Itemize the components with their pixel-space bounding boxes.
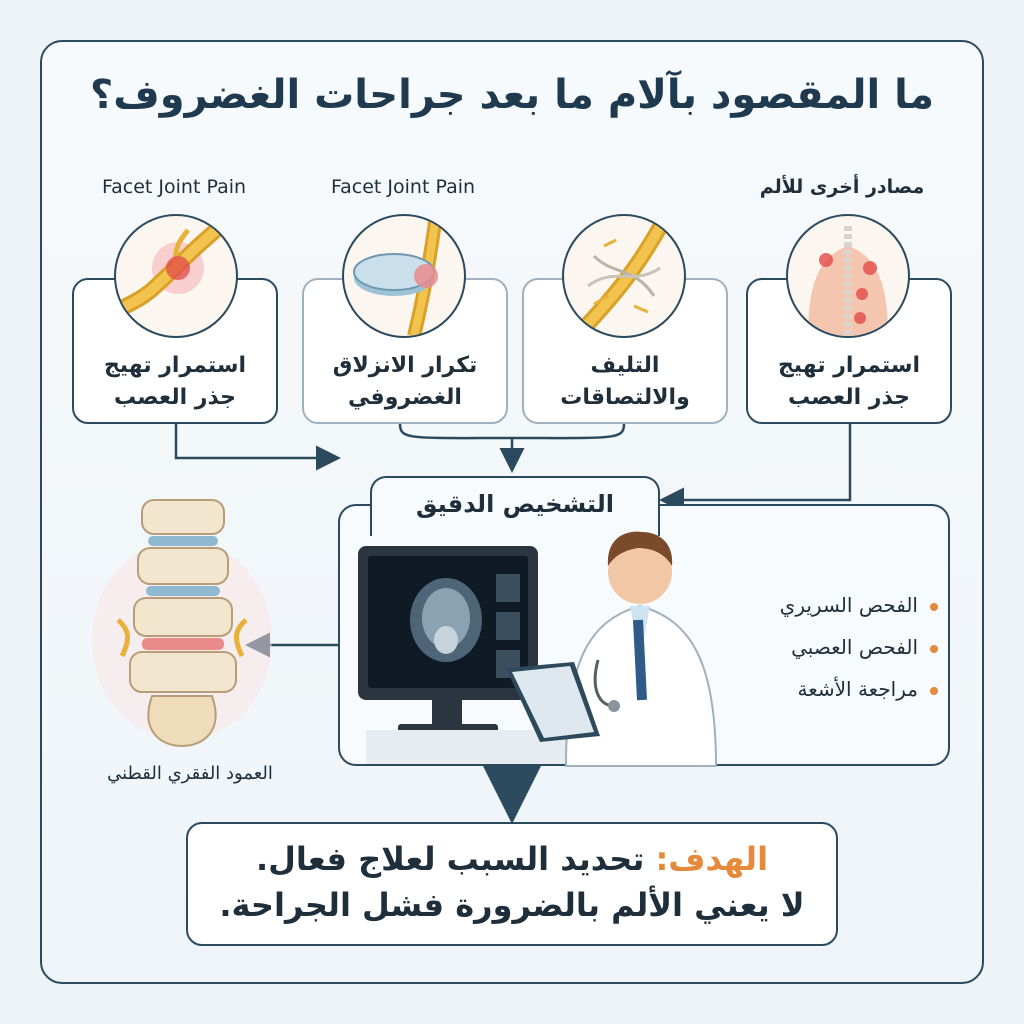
- back-pain-points-icon: [786, 214, 910, 338]
- card-line1: التليف: [590, 353, 660, 378]
- goal-label: الهدف:: [655, 840, 769, 878]
- card-text: استمرار تهيج جذر العصب: [74, 350, 276, 414]
- diagnosis-item-text: مراجعة الأشعة: [797, 677, 919, 701]
- goal-line1-text: تحديد السبب لعلاج فعال.: [255, 840, 645, 878]
- card-line2: جذر العصب: [787, 385, 911, 410]
- bullet-dot-icon: [930, 644, 938, 653]
- card-line2: جذر العصب: [113, 385, 237, 410]
- card-line2: والالتصاقات: [560, 385, 690, 410]
- top-label-facet-1: Facet Joint Pain: [101, 176, 247, 198]
- card-text: التليف والالتصاقات: [524, 350, 726, 414]
- card-line1: استمرار تهيج: [777, 353, 921, 378]
- diagnosis-item: مراجعة الأشعة: [780, 668, 938, 710]
- bullet-dot-icon: [930, 602, 938, 611]
- card-line1: استمرار تهيج: [103, 353, 247, 378]
- bullet-dot-icon: [930, 686, 938, 695]
- card-text: تكرار الانزلاق الغضروفي: [304, 350, 506, 414]
- fibrosis-icon: [562, 214, 686, 338]
- top-label-facet-2: Facet Joint Pain: [330, 176, 476, 198]
- page-title: ما المقصود بآلام ما بعد جراحات الغضروف؟: [90, 72, 934, 118]
- disc-herniation-icon: [342, 214, 466, 338]
- doctor-icon: [506, 531, 718, 767]
- diagnosis-title: التشخيص الدقيق: [416, 490, 614, 518]
- card-line1: تكرار الانزلاق: [332, 353, 478, 378]
- diagnosis-items: الفحص السريري الفحص العصبي مراجعة الأشعة: [780, 584, 938, 710]
- card-text: استمرار تهيج جذر العصب: [748, 350, 950, 414]
- top-label-other-sources: مصادر أخرى للألم: [759, 176, 925, 198]
- nerve-root-icon: [114, 214, 238, 338]
- goal-text: الهدف: تحديد السبب لعلاج فعال. لا يعني ا…: [186, 836, 838, 928]
- spine-label: العمود الفقري القطني: [107, 763, 273, 784]
- goal-line2: لا يعني الألم بالضرورة فشل الجراحة.: [219, 886, 805, 924]
- card-recurrent-herniation: تكرار الانزلاق الغضروفي: [302, 278, 508, 424]
- goal-box: [186, 822, 838, 946]
- goal-line1: الهدف: تحديد السبب لعلاج فعال.: [186, 836, 838, 882]
- diagnosis-item-text: الفحص السريري: [779, 593, 918, 617]
- diagnosis-tab: [370, 476, 660, 536]
- card-fibrosis-adhesions: التليف والالتصاقات: [522, 278, 728, 424]
- mri-monitor-icon: [358, 546, 586, 764]
- card-line2: الغضروفي: [348, 385, 462, 410]
- diagnosis-item: الفحص السريري: [780, 584, 938, 626]
- diagnosis-item: الفحص العصبي: [780, 626, 938, 668]
- diagnosis-item-text: الفحص العصبي: [791, 635, 918, 659]
